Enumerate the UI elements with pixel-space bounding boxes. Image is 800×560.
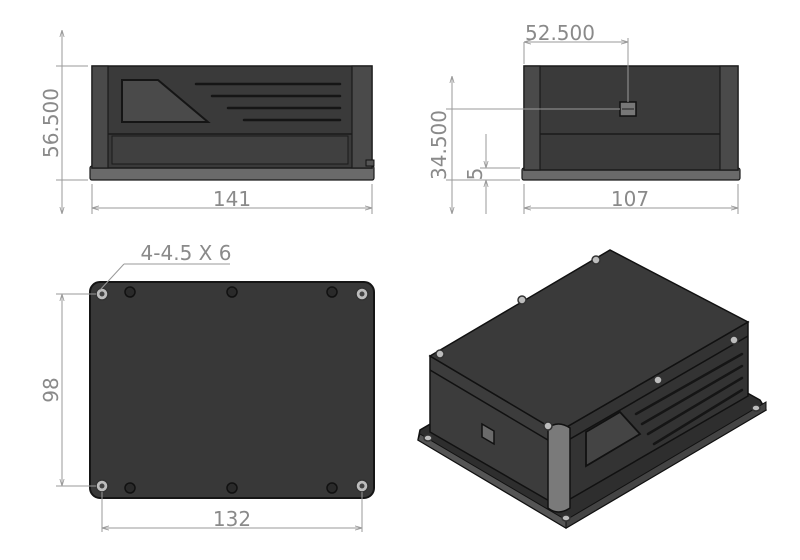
- side-body: [523, 65, 739, 171]
- front-dimensions: 56.500 141: [39, 30, 373, 214]
- front-view: [89, 65, 375, 181]
- bottom-height-label: 98: [39, 377, 63, 402]
- front-small-tab: [365, 159, 375, 167]
- bottom-plate: [89, 281, 375, 499]
- side-flange-label: 5: [463, 168, 487, 181]
- side-left-pillar: [523, 65, 541, 171]
- bottom-corner-holes: [95, 287, 369, 493]
- iso-top-face: [428, 249, 750, 433]
- iso-top-screws: [435, 255, 739, 431]
- front-left-pillar: [91, 65, 109, 169]
- bottom-width-label: 132: [213, 507, 251, 531]
- iso-side-port: [481, 422, 495, 446]
- front-lower-panel: [111, 135, 349, 165]
- isometric-view: [417, 249, 768, 529]
- iso-vent-grooves: [634, 352, 744, 446]
- side-port-offset-label: 52.500: [525, 21, 595, 45]
- front-right-pillar: [351, 65, 373, 169]
- side-dimensions: 52.500 34.500 5 107: [427, 21, 739, 214]
- bottom-holes-label: 4-4.5 X 6: [141, 241, 232, 265]
- bottom-dimensions: 4-4.5 X 6 98 132: [39, 241, 363, 532]
- front-height-label: 56.500: [39, 88, 63, 158]
- side-view: [521, 65, 741, 181]
- front-width-label: 141: [213, 187, 251, 211]
- front-vent-grooves: [194, 82, 342, 122]
- bottom-view: [89, 281, 375, 499]
- side-right-pillar: [719, 65, 739, 171]
- side-width-label: 107: [611, 187, 649, 211]
- iso-flange-holes: [423, 404, 761, 522]
- front-emboss-shape: [121, 79, 211, 123]
- iso-emboss-shape: [585, 410, 642, 468]
- iso-corner-pillar: [547, 423, 571, 513]
- side-height-label: 34.500: [427, 110, 451, 180]
- bottom-screws: [124, 286, 338, 494]
